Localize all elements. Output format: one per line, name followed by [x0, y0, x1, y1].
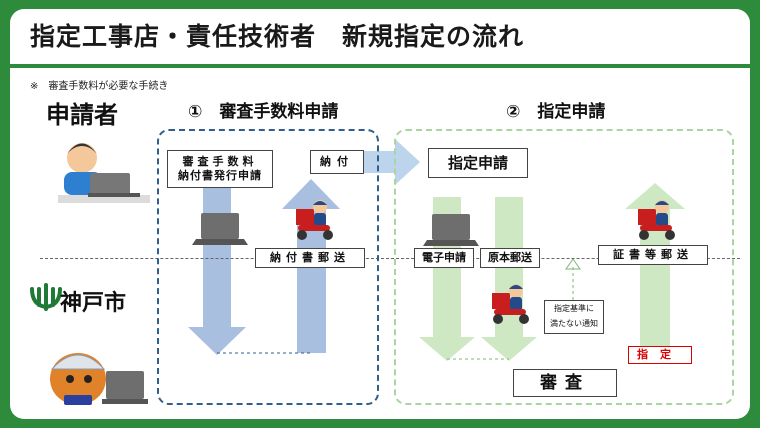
city-staff-mascot-icon [50, 353, 148, 405]
laptop-icon-step2 [423, 214, 479, 246]
notice-label: 指定基準に 満たない通知 [544, 300, 604, 334]
electronic-application-label: 電子申請 [414, 248, 474, 268]
person-with-laptop-icon [58, 143, 150, 203]
notice-line1: 指定基準に [554, 304, 594, 313]
fee-form-label: 審査手数料 納付書発行申請 [167, 150, 273, 188]
application-label: 指定申請 [428, 148, 528, 178]
fee-form-line1: 審査手数料 [182, 155, 258, 168]
down-arrow-step1 [188, 187, 246, 355]
mail-carrier-scooter-icon-2 [492, 284, 529, 324]
designation-badge: 指定 [628, 346, 692, 364]
applicant-label: 申請者 [46, 101, 118, 129]
title-underline [10, 64, 750, 68]
fee-form-line2: 納付書発行申請 [178, 169, 262, 182]
laptop-icon-step1 [192, 213, 248, 245]
page-title: 指定工事店・責任技術者 新規指定の流れ [30, 22, 525, 51]
step1-heading: ① 審査手数料申請 [188, 102, 339, 122]
step2-box [394, 129, 734, 405]
fee-note: ※ 審査手数料が必要な手続き [30, 81, 169, 92]
flow-graphics [30, 139, 685, 405]
kobe-city-logo-icon [30, 283, 62, 311]
step1-box [157, 129, 379, 405]
notice-arrow-head [565, 258, 581, 270]
step2-heading: ② 指定申請 [506, 102, 606, 122]
notice-line2: 満たない通知 [550, 319, 598, 328]
city-label: 神戸市 [60, 291, 127, 316]
actor-divider-line [40, 258, 740, 259]
mail-carrier-scooter-icon-1 [296, 200, 333, 240]
review-label: 審査 [513, 369, 617, 397]
mail-carrier-scooter-icon-3 [638, 200, 675, 240]
original-mail-label: 原本郵送 [480, 248, 540, 268]
certificate-mail-label: 証書等郵送 [598, 245, 708, 265]
payslip-mail-label: 納付書郵送 [255, 248, 365, 268]
flow-card: 指定工事店・責任技術者 新規指定の流れ ※ 審査手数料が必要な手続き 申請者 神… [10, 9, 750, 419]
payment-label: 納付 [310, 150, 364, 174]
right-arrow-to-step2 [355, 139, 420, 185]
